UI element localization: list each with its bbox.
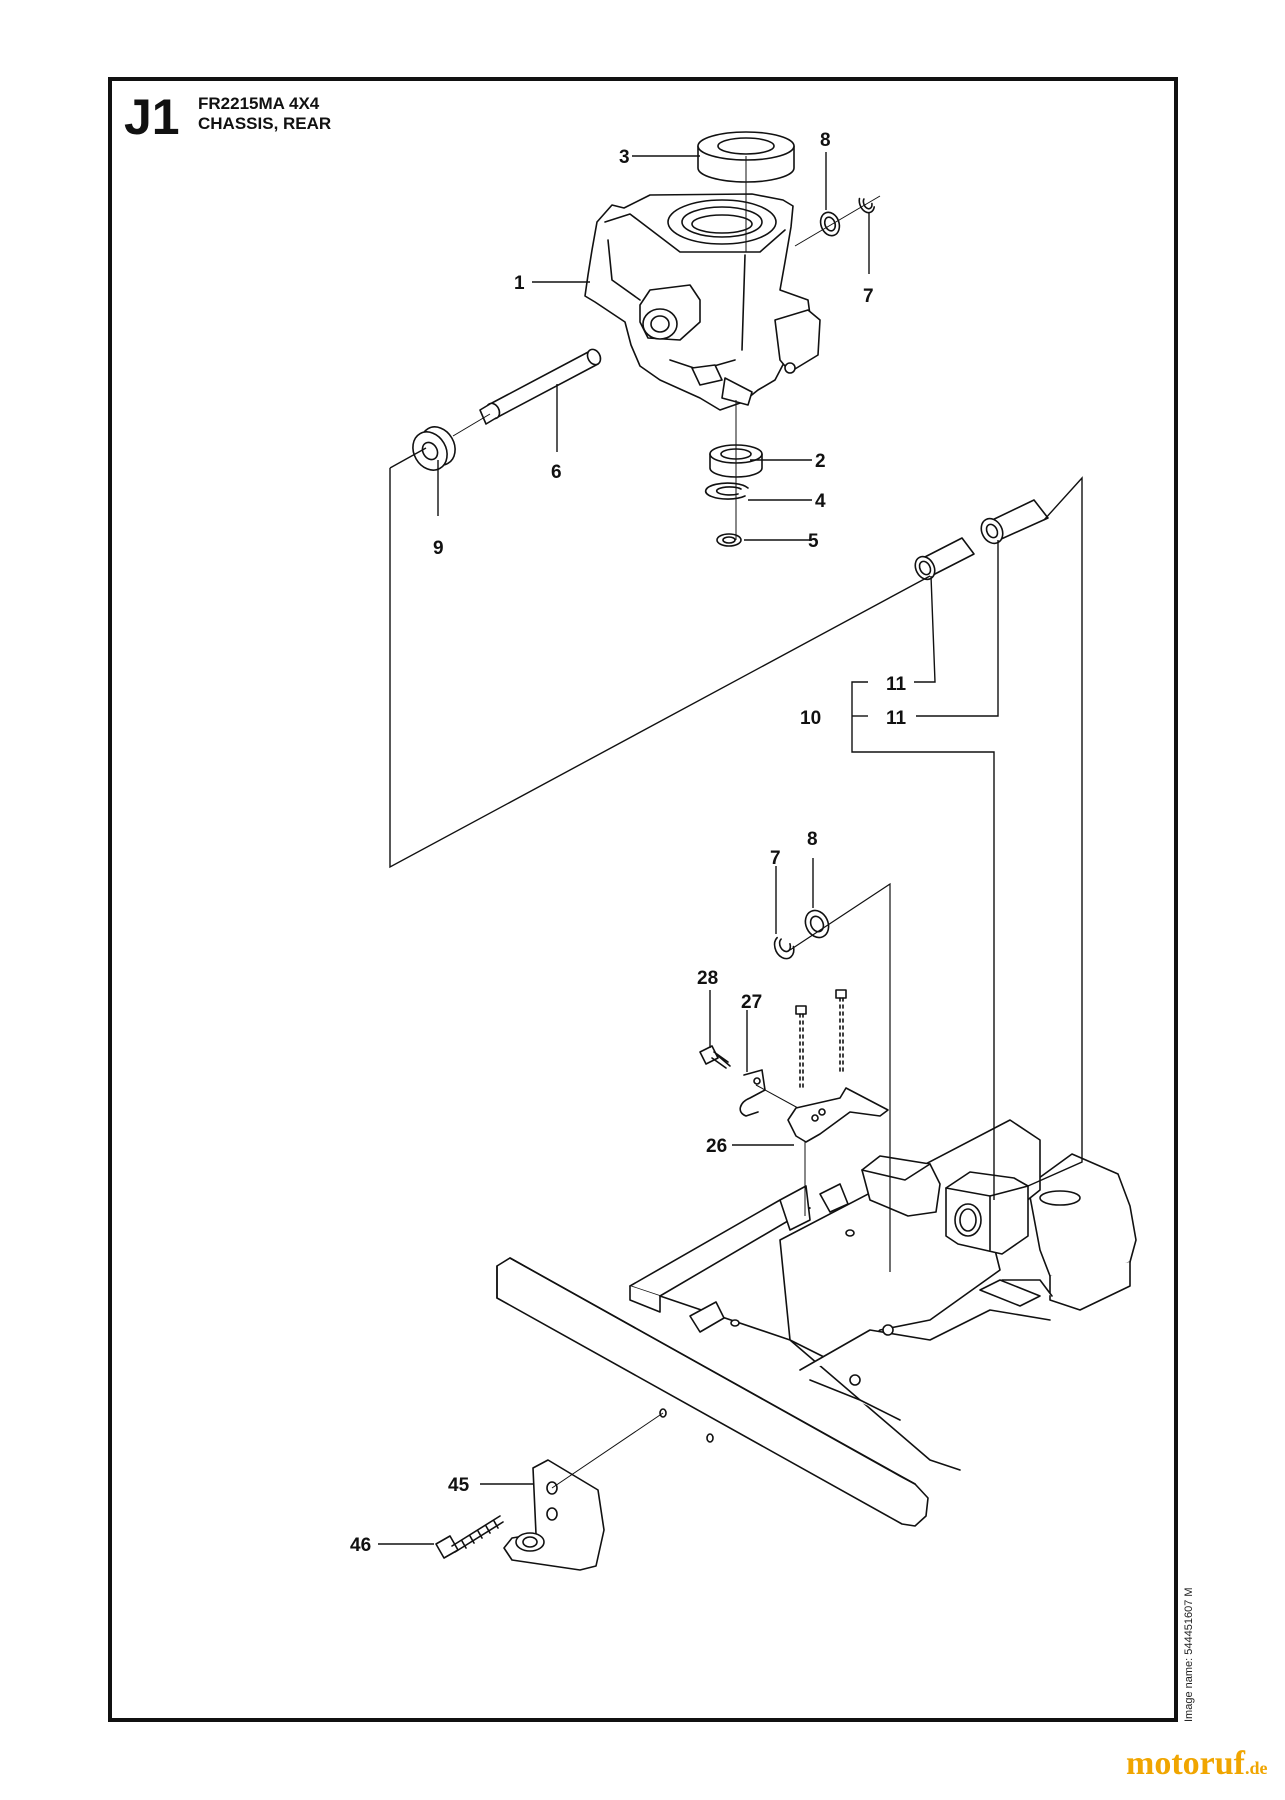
callout-4: 4: [815, 491, 826, 512]
image-name-label: Image name: 544451607 M: [1183, 1587, 1195, 1722]
callout-11-upper: 11: [886, 674, 907, 695]
callout-7-lower: 7: [770, 848, 781, 869]
callout-10: 10: [800, 708, 821, 729]
section-code: J1: [124, 89, 180, 145]
watermark-tld: .de: [1244, 1758, 1268, 1778]
callout-46: 46: [350, 1535, 371, 1556]
circlip-part-7-top: [858, 197, 876, 214]
callout-26: 26: [706, 1136, 727, 1157]
callout-5: 5: [808, 531, 819, 552]
washer-part-8-top: [819, 211, 841, 237]
diagram-frame: [108, 77, 1178, 1722]
circlip-part-7-lower: [773, 936, 795, 960]
circlip-part-4: [704, 482, 749, 500]
callout-8-lower: 8: [807, 829, 818, 850]
callout-9: 9: [433, 538, 444, 559]
callout-8-top: 8: [820, 130, 831, 151]
washer-part-8-lower: [804, 909, 830, 939]
bolts-upright: [795, 989, 847, 1091]
callout-2: 2: [815, 451, 826, 472]
leader-lines: [378, 152, 1083, 1545]
section-title: CHASSIS, REAR: [198, 114, 332, 133]
callout-7-top: 7: [863, 286, 874, 307]
callout-1: 1: [514, 273, 525, 294]
callout-28: 28: [697, 968, 718, 989]
callout-6: 6: [551, 462, 562, 483]
sleeve-part-11-left: [914, 537, 975, 581]
rear-axle-housing: [584, 193, 821, 411]
clamp-part-27: [739, 1069, 766, 1117]
bolt-part-46: [435, 1515, 504, 1559]
chassis-frame: [496, 1119, 1137, 1527]
ring-part-5: [716, 533, 742, 547]
pivot-pin-part-6: [479, 348, 602, 425]
hitch-plate-part-45: [503, 1459, 605, 1571]
watermark-logo: motoruf.de: [1126, 1745, 1267, 1783]
sleeve-part-11-right: [980, 499, 1049, 545]
model-name: FR2215MA 4X4: [198, 94, 320, 113]
watermark-main: motoruf: [1126, 1745, 1245, 1782]
callout-45: 45: [448, 1475, 470, 1496]
callout-3: 3: [619, 147, 630, 168]
callout-27: 27: [741, 992, 762, 1013]
bolt-part-28: [699, 1045, 731, 1069]
bracket-part-26: [787, 1087, 889, 1143]
callout-11-lower: 11: [886, 708, 907, 729]
bushing-part-9: [412, 426, 456, 471]
callout-numbers: 1 2 3 4 5 6 7 7 8 8 9 10 11 11 26 27 28 …: [350, 130, 907, 1556]
